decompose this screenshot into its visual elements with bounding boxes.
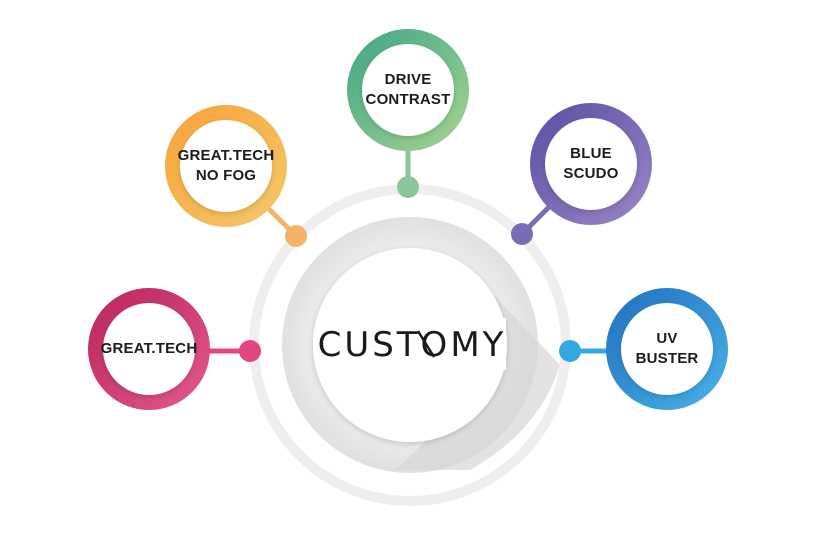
label-line1: GREAT.TECH [100,340,198,357]
label-uv-buster: UV BUSTER [617,324,717,374]
label-line1: DRIVE [384,71,432,88]
label-great-tech: GREAT.TECH [99,324,199,374]
connector-drive-contrast [397,147,419,198]
label-line2: CONTRAST [365,91,451,108]
label-drive-contrast: DRIVE CONTRAST [358,65,458,115]
connector-great-tech [207,340,261,362]
connector-blue-scudo [511,205,551,245]
connector-great-tech-no-fog [267,207,307,247]
label-line2: BUSTER [635,350,699,367]
label-line1: UV [656,330,678,347]
logo-band [318,318,506,370]
brand-logo: CUSTOMY [317,325,507,365]
connector-uv-buster [559,340,611,362]
label-line1: BLUE [570,145,612,162]
label-blue-scudo: BLUE SCUDO [541,139,641,189]
node-uv-buster [606,288,728,410]
node-great-tech-no-fog [165,105,287,227]
label-line2: NO FOG [195,167,257,184]
logo-slash-mark [416,330,436,358]
node-drive-contrast [347,29,469,151]
node-blue-scudo [530,103,652,225]
node-great-tech [88,288,210,410]
label-line1: GREAT.TECH [177,147,275,164]
label-line2: SCUDO [563,165,619,182]
label-great-tech-no-fog: GREAT.TECH NO FOG [176,141,276,191]
